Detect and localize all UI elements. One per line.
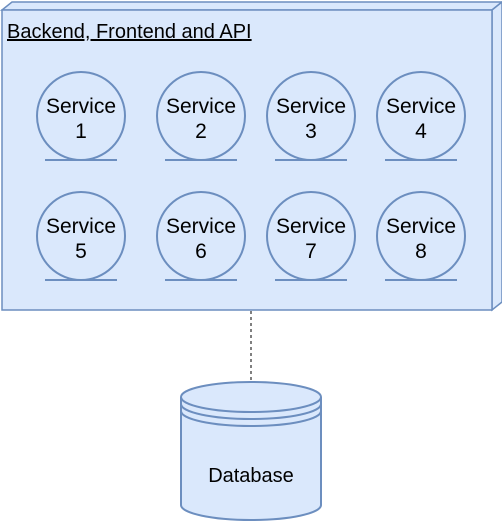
database-body: [180, 397, 322, 521]
service-label: Service: [276, 95, 346, 118]
service-number: 6: [195, 240, 207, 263]
service-number: 8: [415, 240, 427, 263]
node-side-face: [491, 1, 502, 312]
database-cylinder[interactable]: Database: [180, 381, 322, 521]
database-top: [180, 381, 322, 413]
node-top-face: [0, 1, 502, 11]
service-label: Service: [46, 215, 116, 238]
service-label: Service: [46, 95, 116, 118]
service-number: 7: [305, 240, 317, 263]
service-label: Service: [166, 215, 236, 238]
service-label: Service: [166, 95, 236, 118]
services-group: Service1Service2Service3Service4Service5…: [36, 71, 466, 281]
service-number: 4: [415, 120, 427, 143]
node-title: Backend, Frontend and API: [7, 21, 252, 43]
database-label: Database: [208, 465, 294, 487]
service-number: 1: [75, 120, 87, 143]
service-number: 2: [195, 120, 207, 143]
service-number: 5: [75, 240, 87, 263]
service-label: Service: [386, 215, 456, 238]
database-ring-1: [180, 403, 322, 420]
service-label: Service: [276, 215, 346, 238]
service-label: Service: [386, 95, 456, 118]
database-ring-2: [180, 410, 322, 427]
service-number: 3: [305, 120, 317, 143]
